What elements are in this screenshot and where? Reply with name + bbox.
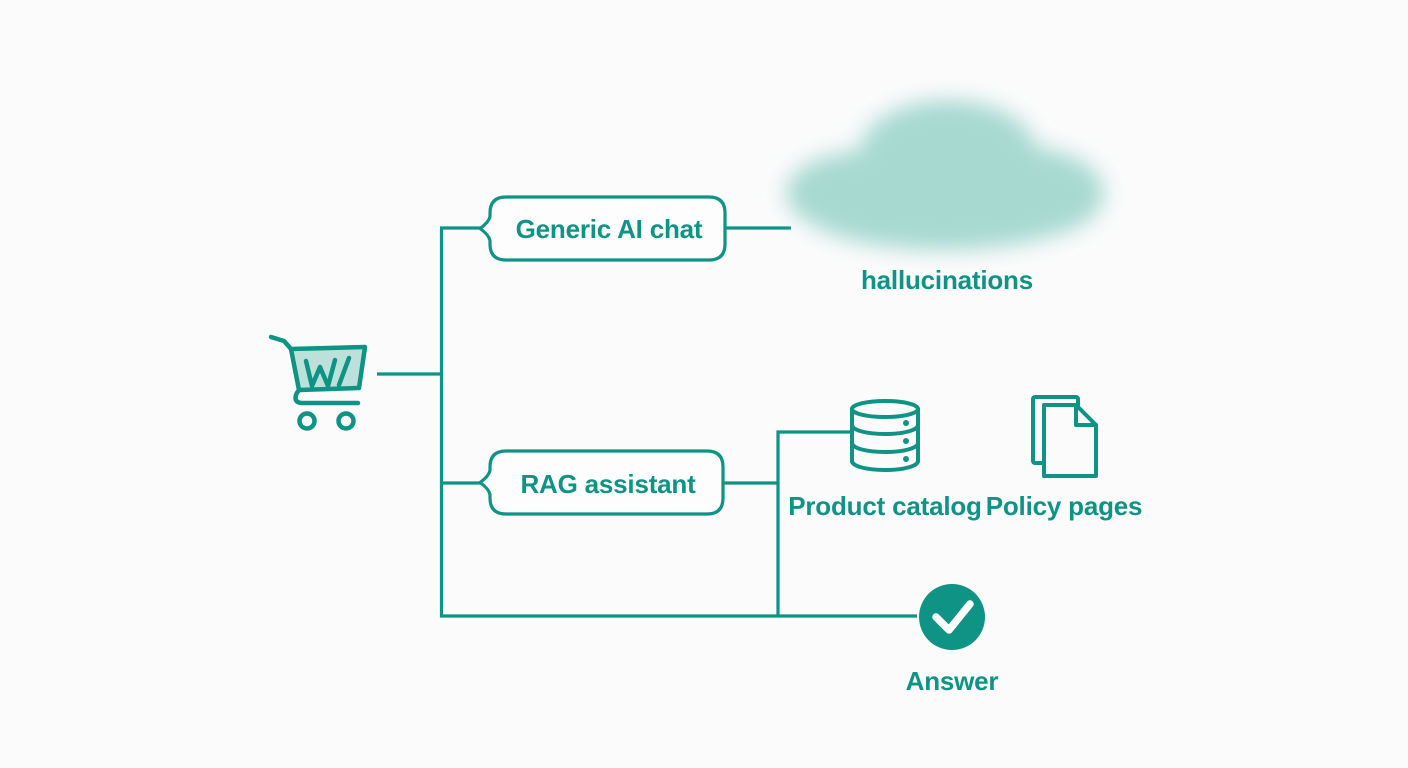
rag-assistant-label: RAG assistant xyxy=(520,469,696,499)
check-mark xyxy=(932,600,974,634)
policy-pages-label: Policy pages xyxy=(986,491,1143,521)
sources-vertical-line xyxy=(776,430,850,616)
documents-icon xyxy=(1031,395,1098,478)
trunk-and-bottom-line xyxy=(439,228,917,618)
answer-label: Answer xyxy=(906,666,999,696)
cart-wheel-left xyxy=(297,411,317,431)
front-page xyxy=(1042,403,1098,478)
product-catalog-label: Product catalog xyxy=(788,491,981,521)
cart-wheel-right xyxy=(336,411,356,431)
node-bubble xyxy=(478,449,725,516)
node-generic-ai-chat: Generic AI chat xyxy=(478,195,727,262)
hallucinations-label: hallucinations xyxy=(861,265,1033,295)
shopping-cart-icon xyxy=(268,334,368,431)
page-fold xyxy=(1074,403,1098,427)
cart-monogram xyxy=(303,355,352,389)
check-circle-icon xyxy=(919,584,985,650)
node-bubble xyxy=(478,195,727,262)
database-icon xyxy=(850,399,920,472)
cart-chassis xyxy=(293,387,361,406)
cloud-icon xyxy=(786,100,1104,250)
generic-ai-chat-label: Generic AI chat xyxy=(516,214,703,244)
node-rag-assistant: RAG assistant xyxy=(478,449,725,516)
connector-lines xyxy=(377,226,917,618)
cart-handle xyxy=(268,334,295,353)
